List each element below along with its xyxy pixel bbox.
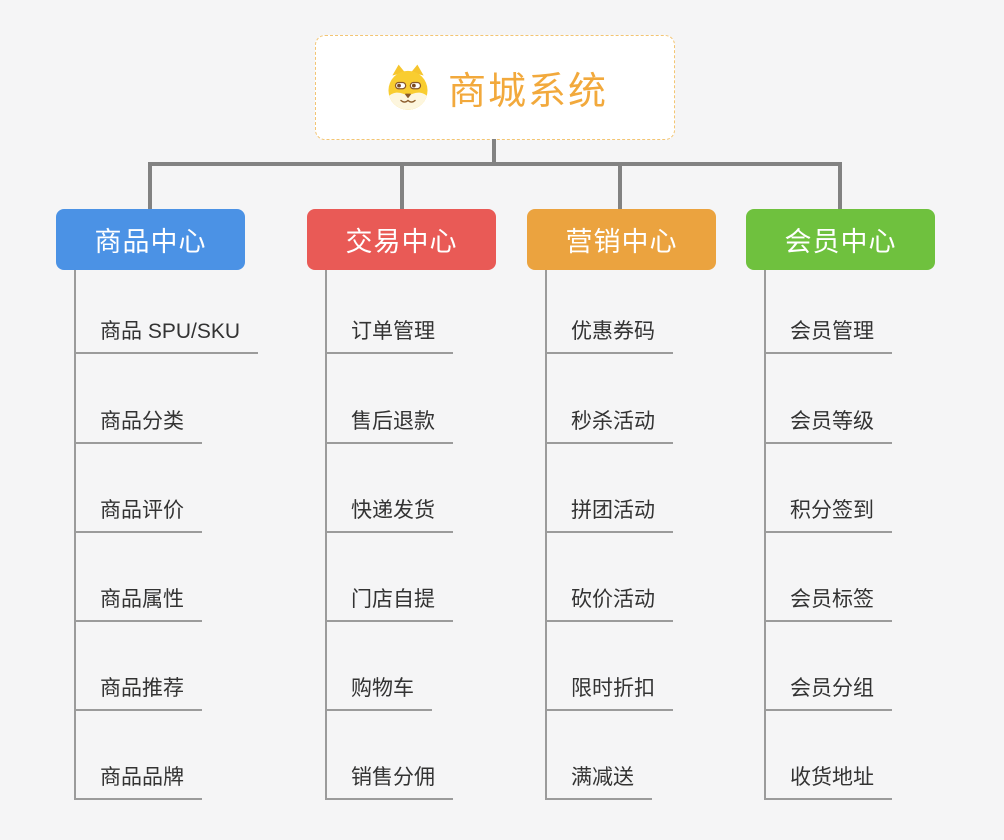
branch-header-label: 营销中心 <box>565 227 678 257</box>
branch-header-label: 交易中心 <box>345 227 458 257</box>
leaf-node[interactable]: 秒杀活动 <box>545 408 673 444</box>
leaf-node[interactable]: 会员标签 <box>764 586 892 622</box>
branch-header-trade-center[interactable]: 交易中心 <box>307 209 496 270</box>
connector-drop-1 <box>148 162 152 210</box>
branch-member-center: 会员中心 会员管理 会员等级 积分签到 会员标签 会员分组 收货地址 <box>746 209 976 809</box>
leaf-node[interactable]: 商品评价 <box>74 497 202 533</box>
branch-header-label: 会员中心 <box>784 227 897 257</box>
leaf-node[interactable]: 会员分组 <box>764 675 892 711</box>
leaf-node[interactable]: 销售分佣 <box>325 764 453 800</box>
leaf-node[interactable]: 商品属性 <box>74 586 202 622</box>
connector-root-stub <box>492 139 496 166</box>
connector-drop-3 <box>618 162 622 210</box>
leaf-node[interactable]: 满减送 <box>545 764 652 800</box>
branch-trunk-line <box>74 270 76 800</box>
leaf-node[interactable]: 优惠券码 <box>545 318 673 354</box>
leaf-node[interactable]: 积分签到 <box>764 497 892 533</box>
leaf-node[interactable]: 购物车 <box>325 675 432 711</box>
leaf-node[interactable]: 商品推荐 <box>74 675 202 711</box>
leaf-node[interactable]: 会员等级 <box>764 408 892 444</box>
connector-drop-4 <box>838 162 842 210</box>
branch-trunk-line <box>325 270 327 800</box>
leaf-node[interactable]: 拼团活动 <box>545 497 673 533</box>
leaf-node[interactable]: 商品 SPU/SKU <box>74 318 259 354</box>
leaf-node[interactable]: 限时折扣 <box>545 675 673 711</box>
branch-trunk-line <box>764 270 766 800</box>
branch-header-member-center[interactable]: 会员中心 <box>746 209 935 270</box>
leaf-node[interactable]: 收货地址 <box>764 764 892 800</box>
branch-trunk-line <box>545 270 547 800</box>
leaf-node[interactable]: 订单管理 <box>325 318 453 354</box>
leaf-node[interactable]: 会员管理 <box>764 318 892 354</box>
leaf-node[interactable]: 商品品牌 <box>74 764 202 800</box>
leaf-node[interactable]: 快递发货 <box>325 497 453 533</box>
branch-trade-center: 交易中心 订单管理 售后退款 快递发货 门店自提 购物车 销售分佣 <box>307 209 537 809</box>
branch-header-product-center[interactable]: 商品中心 <box>56 209 245 270</box>
root-node[interactable]: 商城系统 <box>315 35 675 140</box>
branch-product-center: 商品中心 商品 SPU/SKU 商品分类 商品评价 商品属性 商品推荐 商品品牌 <box>56 209 286 809</box>
leaf-node[interactable]: 售后退款 <box>325 408 453 444</box>
leaf-node[interactable]: 砍价活动 <box>545 586 673 622</box>
connector-drop-2 <box>400 162 404 210</box>
connector-horizontal-bar <box>148 162 842 166</box>
dog-face-icon <box>388 64 428 110</box>
branch-header-marketing-center[interactable]: 营销中心 <box>527 209 716 270</box>
leaf-node[interactable]: 门店自提 <box>325 586 453 622</box>
root-title: 商城系统 <box>447 71 608 113</box>
leaf-node[interactable]: 商品分类 <box>74 408 202 444</box>
branch-header-label: 商品中心 <box>94 227 207 257</box>
branch-marketing-center: 营销中心 优惠券码 秒杀活动 拼团活动 砍价活动 限时折扣 满减送 <box>527 209 757 809</box>
